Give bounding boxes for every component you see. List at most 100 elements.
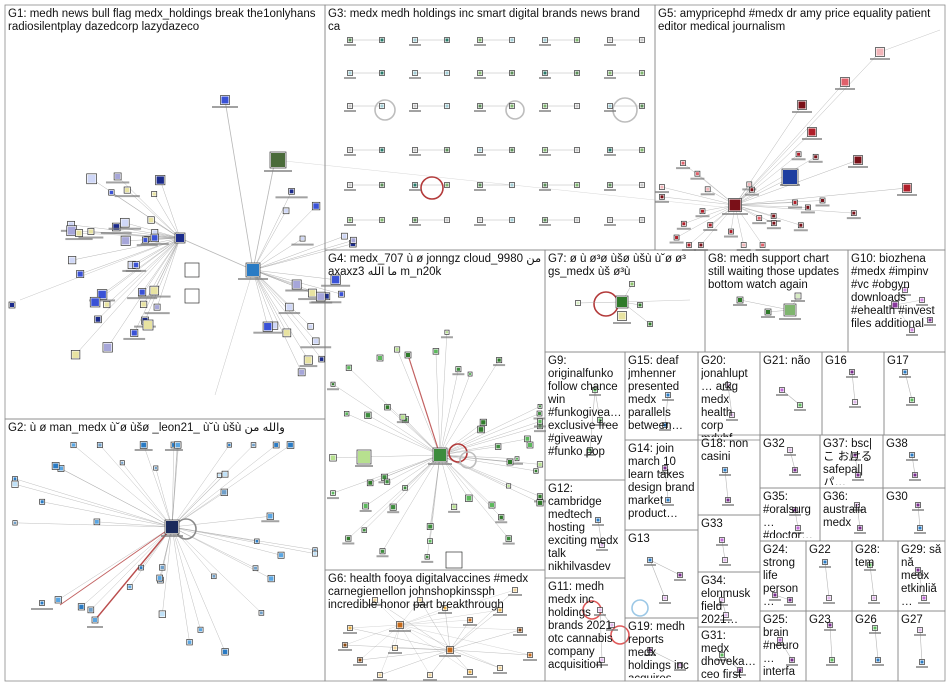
edge (439, 454, 511, 463)
edge (171, 444, 254, 528)
node-label (65, 238, 93, 241)
account-node (509, 182, 515, 188)
edge (111, 192, 181, 239)
node-label (342, 542, 355, 545)
account-node (258, 610, 265, 616)
node-label (868, 602, 880, 604)
account-node (542, 37, 548, 43)
account-node (512, 587, 518, 593)
node-label (872, 664, 884, 666)
node-label (539, 224, 551, 226)
account-node (417, 597, 423, 603)
self-loop (448, 443, 468, 463)
edge (399, 619, 471, 626)
edge (162, 526, 173, 615)
edge (399, 624, 531, 656)
account-node (917, 525, 923, 531)
node-label (594, 424, 606, 426)
group-label-g25: G25: brain #neuro… interfa… allows… (763, 614, 799, 678)
node-label (719, 474, 731, 476)
account-node (498, 514, 505, 521)
account-node (812, 153, 819, 160)
edge (144, 237, 181, 321)
edge (72, 237, 181, 261)
account-node (722, 557, 728, 563)
edge (252, 269, 316, 342)
account-node (70, 350, 81, 360)
account-node (527, 652, 533, 658)
edge (81, 526, 173, 607)
edge (379, 624, 401, 676)
account-node (662, 465, 668, 471)
node-label (716, 544, 728, 546)
node-label (800, 211, 815, 214)
account-node (609, 622, 615, 628)
edge (399, 609, 501, 626)
account-node (87, 606, 95, 614)
account-node (272, 441, 280, 449)
edge (399, 589, 516, 626)
node-label (693, 249, 708, 251)
account-node (93, 518, 101, 526)
account-node (467, 617, 473, 623)
account-node (647, 557, 653, 563)
edge (721, 539, 726, 561)
self-loop (610, 625, 630, 645)
account-node (330, 381, 336, 387)
node-label (788, 206, 803, 209)
group-label-g6: G6: health fooya digitalvaccines #medx c… (328, 573, 532, 611)
account-node (509, 70, 515, 76)
node-label (752, 222, 767, 225)
node-label (539, 77, 551, 79)
account-node (267, 574, 275, 583)
account-node (184, 262, 200, 278)
node-label (716, 659, 728, 661)
account-node (477, 217, 483, 223)
account-node (665, 392, 671, 398)
edge (367, 415, 441, 456)
node-label (539, 189, 551, 191)
node-label (291, 243, 314, 246)
account-node (220, 488, 228, 496)
account-node (347, 217, 353, 223)
account-node (607, 70, 613, 76)
account-node (852, 399, 858, 405)
edge (252, 243, 353, 271)
hub-node (432, 447, 448, 463)
edge (171, 526, 257, 542)
hub-node (396, 621, 404, 629)
account-node (637, 302, 643, 308)
account-node (197, 626, 204, 633)
edge (42, 501, 173, 528)
account-node (574, 103, 580, 109)
account-node (377, 672, 383, 678)
account-node (629, 281, 635, 287)
node-label (792, 111, 812, 113)
account-node (139, 441, 148, 449)
node-label (912, 574, 924, 576)
account-node (797, 100, 807, 110)
group-label-g9: G9: originalfunko follow chance win #fun… (548, 355, 622, 458)
node-label (846, 217, 861, 220)
edge (153, 193, 181, 239)
edge (721, 654, 741, 671)
node-label (409, 77, 421, 79)
edge (171, 526, 316, 554)
account-node (494, 443, 502, 450)
node-label (594, 614, 606, 616)
account-node (394, 346, 401, 353)
hub-node (446, 646, 454, 654)
group-label-g8: G8: medh support chart still waiting tho… (708, 253, 843, 291)
self-loop (459, 451, 477, 469)
group-panel-g4 (324, 249, 546, 571)
account-node (402, 485, 408, 491)
node-label (849, 459, 861, 461)
edges-layer (14, 29, 941, 676)
account-node (479, 418, 487, 426)
edge (856, 504, 861, 529)
node-label (523, 659, 537, 661)
node-label (474, 189, 486, 191)
account-node (76, 270, 85, 278)
account-node (286, 441, 295, 449)
edge (794, 509, 799, 529)
